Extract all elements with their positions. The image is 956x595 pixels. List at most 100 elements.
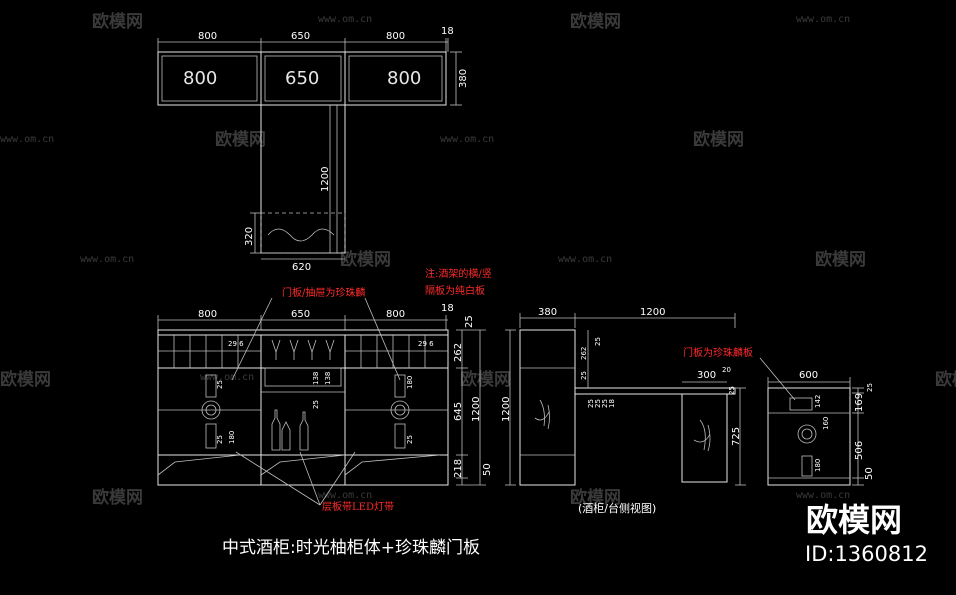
note-side-door: 门板为珍珠麟板 — [683, 346, 753, 359]
dim-620: 620 — [292, 262, 311, 273]
side-dim-1200: 1200 — [640, 307, 665, 318]
door-medallion-icon — [797, 424, 817, 444]
panel-label-800b: 800 — [387, 68, 421, 89]
side-inner-dim: 25 — [594, 399, 602, 408]
end-dim-600: 600 — [799, 370, 818, 381]
counter-dim-725: 725 — [731, 427, 742, 446]
panel-label-800a: 800 — [183, 68, 217, 89]
front-dim-18: 18 — [441, 303, 454, 314]
end-dim-25: 25 — [866, 383, 874, 392]
door-inlay — [394, 423, 406, 449]
inner-dim: 180 — [406, 376, 414, 389]
front-dim-650: 650 — [291, 309, 310, 320]
dim-top-800a: 800 — [198, 31, 217, 42]
end-inner-dim: 160 — [822, 417, 830, 430]
inner-dim: 25 — [312, 400, 320, 409]
inner-tiny-label: 29 6 — [418, 340, 434, 348]
watermark-url: www.om.cn — [318, 490, 372, 501]
watermark-brand: 欧模网 — [815, 249, 866, 270]
front-dim-645: 645 — [453, 402, 464, 421]
wine-glass-icon — [271, 339, 335, 360]
end-dim-506: 506 — [854, 441, 865, 460]
front-dim-50: 50 — [482, 463, 493, 476]
watermark-brand: 欧模网 — [570, 487, 621, 508]
side-view: 380 1200 1200 262 25 25 25 25 25 18 300 … — [501, 307, 746, 515]
top-view: 800 650 800 18 800 650 800 380 1200 320 … — [157, 26, 469, 273]
side-inner-dim: 25 — [580, 371, 588, 380]
door-inlay — [205, 374, 217, 398]
watermark-url: www.om.cn — [318, 14, 372, 25]
front-dim-218: 218 — [453, 459, 464, 478]
watermark-brand: 欧模网 — [215, 129, 266, 150]
end-dim-50: 50 — [864, 467, 875, 480]
dim-top-800b: 800 — [386, 31, 405, 42]
door-inlay — [801, 455, 813, 477]
dim-top-650: 650 — [291, 31, 310, 42]
door-inlay — [205, 423, 217, 449]
end-inner-dim: 180 — [814, 459, 822, 472]
inner-dim: 25 — [216, 435, 224, 444]
brand-name: 欧模网 — [806, 501, 902, 539]
watermark-url: www.om.cn — [80, 254, 134, 265]
inner-dim: 138 — [324, 372, 332, 385]
annotations: 门板/抽屉为珍珠麟 注:酒架的横/竖 隔板为纯白板 层板带LED灯带 门板为珍珠… — [282, 267, 796, 513]
watermark-brand: 欧模网 — [460, 369, 511, 390]
watermark-url: www.om.cn — [558, 254, 612, 265]
door-medallion-icon — [201, 400, 221, 420]
dim-top-18: 18 — [441, 26, 454, 37]
side-inner-dim: 25 — [601, 399, 609, 408]
inner-dim: 180 — [228, 431, 236, 444]
wine-bottle-icon — [271, 409, 309, 451]
inner-dim: 25 — [216, 380, 224, 389]
watermark-brand: 欧模网 — [0, 369, 51, 390]
inner-dim: 138 — [312, 372, 320, 385]
watermark-brand: 欧模网 — [92, 487, 143, 508]
side-inner-dim: 25 — [594, 337, 602, 346]
note-wine-rack: 注:酒架的横/竖 — [425, 267, 492, 280]
note-wine-rack-2: 隔板为纯白板 — [425, 284, 485, 297]
watermark-brand: 欧模网 — [693, 129, 744, 150]
watermark-url: www.om.cn — [0, 134, 54, 145]
end-inner-dim: 142 — [814, 395, 822, 408]
drawing-title: 中式酒柜:时光柚柜体+珍珠麟门板 — [222, 538, 480, 558]
watermark-url: www.om.cn — [796, 14, 850, 25]
watermark-brand: 欧模网 — [92, 11, 143, 32]
drawer-item — [789, 397, 813, 411]
counter-dim-25: 25 — [728, 386, 736, 395]
watermark-brand: 欧模网 — [570, 11, 621, 32]
front-dim-800b: 800 — [386, 309, 405, 320]
front-dim-1200: 1200 — [471, 397, 482, 422]
side-view-caption: (酒柜/台侧视图) — [578, 501, 656, 515]
dim-length-1200: 1200 — [320, 167, 331, 192]
inner-tiny-label: 29 6 — [228, 340, 244, 348]
front-dim-25: 25 — [464, 315, 475, 328]
dim-depth-380: 380 — [458, 69, 469, 88]
side-dim-380: 380 — [538, 307, 557, 318]
counter-dim-300: 300 — [697, 370, 716, 381]
door-inlay — [394, 374, 406, 398]
brand-id: ID:1360812 — [805, 542, 928, 566]
watermark-layer: 欧模网 www.om.cn 欧模网 www.om.cn www.om.cn 欧模… — [0, 11, 956, 508]
end-dim-169: 169 — [854, 393, 865, 412]
front-view: 800 650 800 18 25 — [157, 297, 493, 506]
door-medallion-icon — [390, 400, 410, 420]
watermark-url: www.om.cn — [440, 134, 494, 145]
watermark-url: www.om.cn — [200, 372, 254, 383]
decor-stroke — [534, 399, 550, 430]
note-led-strip: 层板带LED灯带 — [322, 500, 394, 513]
side-dim-total: 1200 — [501, 397, 512, 422]
watermark-brand: 欧模网 — [340, 249, 391, 270]
front-dim-800a: 800 — [198, 309, 217, 320]
panel-label-650: 650 — [285, 68, 319, 89]
counter-dim-20: 20 — [722, 366, 731, 374]
watermark-brand: 欧模网 — [935, 369, 956, 390]
end-view: 600 142 160 180 25 169 506 50 — [767, 370, 875, 486]
side-inner-dim: 25 — [587, 399, 595, 408]
inner-dim: 25 — [406, 435, 414, 444]
note-door-material: 门板/抽屉为珍珠麟 — [282, 286, 365, 299]
decor-stroke — [693, 419, 711, 452]
side-inner-dim: 262 — [580, 347, 588, 360]
brand-logo: 欧模网 ID:1360812 — [805, 501, 928, 566]
watermark-url: www.om.cn — [796, 490, 850, 501]
